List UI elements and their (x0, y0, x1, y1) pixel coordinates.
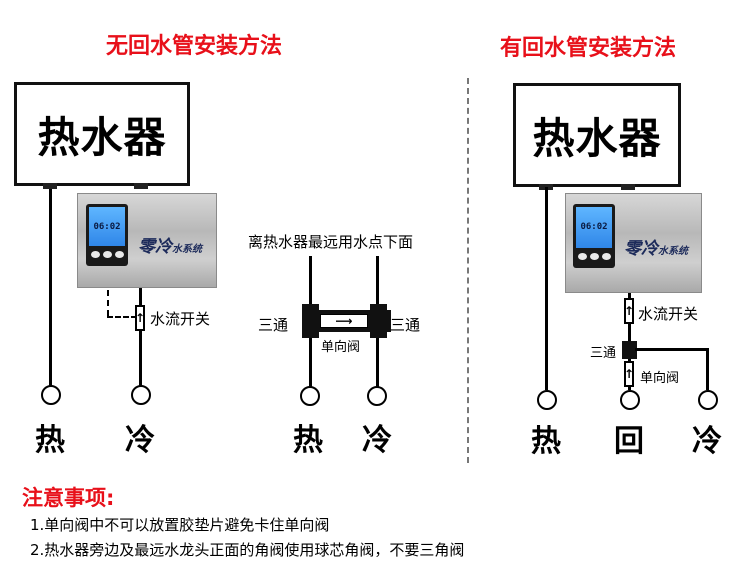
left-pump-unit: 06:02 零冷水系统 (77, 193, 217, 288)
middle-top-note: 离热水器最远用水点下面 (248, 233, 414, 251)
middle-check-valve: ⟶ (320, 314, 368, 328)
left-brand: 零冷 (138, 237, 172, 257)
note-item-1: 1.单向阀中不可以放置胶垫片避免卡住单向阀 (30, 516, 330, 534)
note-item-2: 2.热水器旁边及最远水龙头正面的角阀使用球芯角阀，不要三角阀 (30, 541, 465, 559)
left-brand-suffix: 水系统 (172, 244, 202, 255)
right-check-valve: ↑ (624, 361, 634, 387)
middle-cold-label: 冷 (362, 423, 392, 458)
left-heater-box: 热水器 (14, 82, 190, 186)
left-lcd: 06:02 (89, 207, 125, 247)
right-hot-tap (537, 390, 557, 410)
left-heater-outlet (43, 183, 57, 189)
left-pump-btn (102, 251, 112, 259)
right-branch-pipe (635, 348, 708, 351)
section-divider (467, 78, 469, 463)
left-pump-buttons (89, 251, 125, 259)
right-cold-pipe (706, 348, 709, 390)
left-title: 无回水管安装方法 (106, 34, 283, 59)
middle-tee-left (302, 304, 319, 338)
left-flow-switch: ↑ (135, 305, 145, 331)
middle-hot-label: 热 (293, 423, 323, 458)
right-check-valve-label: 单向阀 (640, 371, 680, 386)
right-heater-label: 热水器 (532, 113, 662, 163)
middle-hot-tap (300, 386, 320, 406)
middle-cold-tap (367, 386, 387, 406)
right-tee-label: 三通 (590, 346, 617, 361)
right-brand-logo: 零冷水系统 (624, 234, 688, 259)
right-brand: 零冷 (624, 239, 658, 259)
left-pump-btn (90, 251, 100, 259)
right-return-tap (620, 390, 640, 410)
right-pump-screen: 06:02 (573, 204, 615, 268)
middle-tee-right-label: 三通 (390, 316, 421, 334)
notes-title: 注意事项: (22, 486, 115, 510)
right-pump-btn (577, 252, 587, 260)
right-title: 有回水管安装方法 (500, 36, 677, 61)
left-signal-dash (107, 290, 109, 316)
left-pump-btn (114, 251, 124, 259)
left-heater-inlet (134, 183, 148, 189)
right-cold-label: 冷 (692, 424, 722, 459)
left-flow-switch-label: 水流开关 (150, 310, 211, 328)
left-pump-screen: 06:02 (86, 204, 128, 266)
left-heater-label: 热水器 (37, 112, 167, 162)
right-cold-tap (698, 390, 718, 410)
left-hot-tap (41, 385, 61, 405)
right-heater-box: 热水器 (513, 83, 681, 187)
left-signal-dash-h (107, 316, 137, 318)
right-pump-btn (601, 252, 611, 260)
middle-tee-right (370, 304, 387, 338)
right-pump-buttons (576, 252, 612, 260)
right-pump-btn (589, 252, 599, 260)
left-cold-pipe (139, 288, 142, 386)
left-cold-label: 冷 (125, 423, 155, 458)
right-hot-label: 热 (531, 424, 561, 459)
left-cold-tap (131, 385, 151, 405)
right-tee (622, 341, 637, 359)
right-hot-pipe (545, 187, 548, 390)
left-hot-label: 热 (35, 423, 65, 458)
middle-tee-left-label: 三通 (258, 316, 289, 334)
right-heater-inlet (621, 184, 635, 190)
middle-check-valve-label: 单向阀 (321, 340, 361, 355)
right-flow-switch: ↑ (624, 298, 634, 324)
right-return-label: 回 (614, 424, 644, 459)
right-flow-switch-label: 水流开关 (638, 305, 699, 323)
left-brand-logo: 零冷水系统 (138, 232, 202, 257)
right-pump-unit: 06:02 零冷水系统 (565, 193, 702, 293)
right-brand-suffix: 水系统 (658, 246, 688, 257)
right-lcd: 06:02 (576, 207, 612, 248)
left-hot-pipe (49, 186, 52, 386)
